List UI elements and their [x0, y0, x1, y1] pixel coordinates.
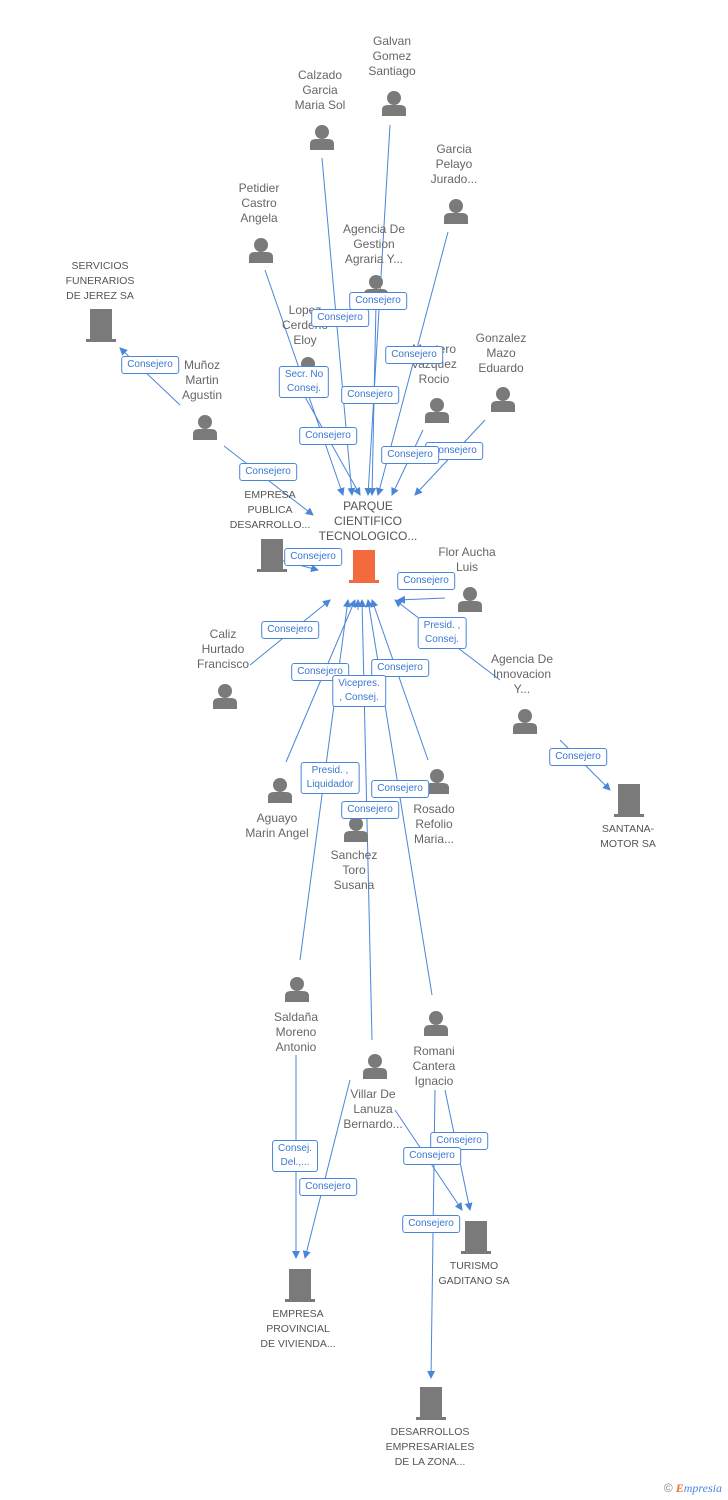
building-icon[interactable]	[285, 1269, 315, 1302]
node-label-calzado[interactable]: Calzado Garcia Maria Sol	[294, 68, 346, 112]
edge-role-label: Consejero	[430, 1132, 488, 1150]
node-label-santana[interactable]: SANTANA- MOTOR SA	[600, 823, 656, 850]
edge-role-label: Consejero	[341, 386, 399, 404]
edge-line	[358, 599, 373, 1041]
building-icon[interactable]	[416, 1387, 446, 1420]
person-icon[interactable]	[285, 977, 309, 1002]
node-label-agencia-gestion[interactable]: Agencia De Gestion Agraria Y...	[342, 222, 406, 266]
node-label-desarrollos[interactable]: DESARROLLOS EMPRESARIALES DE LA ZONA...	[385, 1426, 475, 1468]
building-icon[interactable]	[349, 550, 379, 583]
node-label-empresa-prov[interactable]: EMPRESA PROVINCIAL DE VIVIENDA...	[260, 1308, 336, 1350]
person-icon[interactable]	[444, 199, 468, 224]
edge-role-label: Consejero	[311, 309, 369, 327]
building-icon[interactable]	[257, 539, 287, 572]
person-icon[interactable]	[344, 817, 368, 842]
node-label-petidier[interactable]: Petidier Castro Angela	[238, 181, 280, 225]
edge-role-label: Consejero	[549, 748, 607, 766]
edge-role-label: Consejero	[385, 346, 443, 364]
person-icon[interactable]	[425, 398, 449, 423]
edge-role-label: Presid. , Consej.	[417, 617, 467, 649]
node-label-saldana[interactable]: Saldaña Moreno Antonio	[273, 1010, 319, 1054]
edge-role-label: Consejero	[299, 1178, 357, 1196]
node-label-galvan[interactable]: Galvan Gomez Santiago	[368, 34, 416, 78]
person-icon[interactable]	[268, 778, 292, 803]
person-icon[interactable]	[513, 709, 537, 734]
person-icon[interactable]	[491, 387, 515, 412]
person-icon[interactable]	[310, 125, 334, 150]
edge-line	[364, 124, 391, 496]
person-icon[interactable]	[193, 415, 217, 440]
edge-line	[370, 599, 429, 761]
brand-footer: © Empresia	[664, 1481, 722, 1496]
brand-logo-e: E	[675, 1481, 684, 1495]
person-icon[interactable]	[213, 684, 237, 709]
edge-role-label: Consejero	[402, 1215, 460, 1233]
edge-line	[285, 599, 356, 763]
edge-role-label: Consej. Del.,...	[272, 1140, 318, 1172]
node-label-romani[interactable]: Romani Cantera Ignacio	[412, 1044, 456, 1088]
building-icon[interactable]	[461, 1221, 491, 1254]
edge-role-label: Consejero	[371, 659, 429, 677]
person-icon[interactable]	[424, 1011, 448, 1036]
node-label-agencia-innov[interactable]: Agencia De Innovacion Y...	[490, 652, 554, 696]
edge-role-label: Consejero	[239, 463, 297, 481]
edge-role-label: Consejero	[381, 446, 439, 464]
node-label-turismo[interactable]: TURISMO GADITANO SA	[438, 1260, 510, 1287]
building-icon[interactable]	[614, 784, 644, 817]
node-label-flor[interactable]: Flor Aucha Luis	[438, 545, 496, 574]
edge-role-label: Consejero	[299, 427, 357, 445]
copyright-symbol: ©	[663, 1481, 673, 1495]
edge-role-label: Presid. , Liquidador	[300, 762, 360, 794]
node-label-garcia[interactable]: Garcia Pelayo Jurado...	[430, 142, 478, 186]
brand-name: mpresia	[683, 1481, 722, 1495]
node-label-rosado[interactable]: Rosado Refolio Maria...	[413, 802, 455, 846]
edge-role-label: Consejero	[261, 621, 319, 639]
edge-role-label: Consejero	[349, 292, 407, 310]
person-icon[interactable]	[382, 91, 406, 116]
edge-role-label: Consejero	[397, 572, 455, 590]
node-label-gonzalez[interactable]: Gonzalez Mazo Eduardo	[475, 331, 527, 375]
edge-role-label: Consejero	[403, 1147, 461, 1165]
edge-role-label: Consejero	[284, 548, 342, 566]
edge-role-label: Consejero	[341, 801, 399, 819]
edge-role-label: Consejero	[121, 356, 179, 374]
node-label-servicios[interactable]: SERVICIOS FUNERARIOS DE JEREZ SA	[65, 260, 135, 302]
edge-role-label: Secr. No Consej.	[278, 366, 330, 398]
node-label-sanchez[interactable]: Sanchez Toro Susana	[330, 848, 378, 892]
person-icon[interactable]	[249, 238, 273, 263]
edge-line	[397, 595, 446, 604]
node-label-villar[interactable]: Villar De Lanuza Bernardo...	[343, 1087, 403, 1131]
node-label-aguayo[interactable]: Aguayo Marin Angel	[245, 811, 309, 840]
node-label-parque[interactable]: PARQUE CIENTIFICO TECNOLOGICO...	[318, 499, 418, 543]
person-icon[interactable]	[458, 587, 482, 612]
building-icon[interactable]	[86, 309, 116, 342]
node-label-empresa-publica[interactable]: EMPRESA PUBLICA DESARROLLO...	[229, 489, 311, 531]
node-label-munoz[interactable]: Muñoz Martin Agustin	[181, 358, 223, 402]
node-label-caliz[interactable]: Caliz Hurtado Francisco	[196, 627, 249, 671]
edge-line	[302, 1079, 351, 1259]
edge-role-label: Consejero	[371, 780, 429, 798]
edge-role-label: Vicepres. , Consej.	[332, 675, 386, 707]
